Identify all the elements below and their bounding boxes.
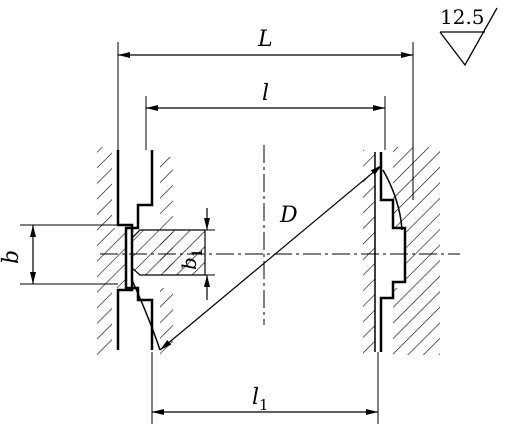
label-D: D: [279, 203, 298, 228]
right-ring-profile: [379, 152, 407, 352]
label-l1: l1: [252, 385, 269, 414]
label-L: L: [257, 27, 273, 52]
extension-lines: [20, 42, 414, 424]
surface-roughness-symbol: 12.5: [439, 5, 498, 67]
roughness-value: 12.5: [440, 5, 485, 29]
label-b1: b1: [177, 248, 206, 270]
label-b: b: [0, 250, 24, 264]
diameter-dimension-line: [159, 164, 383, 351]
label-l: l: [262, 81, 269, 106]
